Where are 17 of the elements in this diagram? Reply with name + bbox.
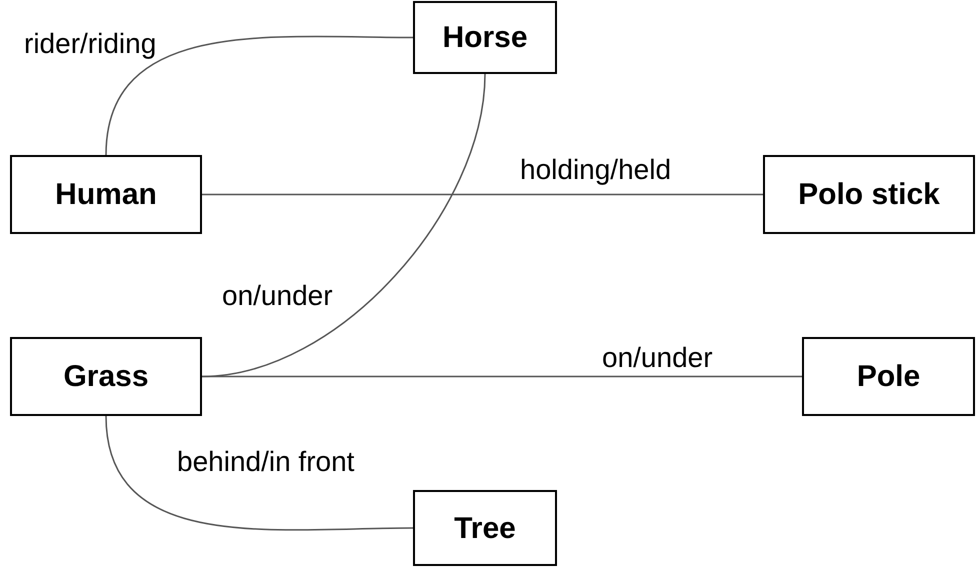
entity-name: Human — [55, 177, 157, 213]
entity-box — [413, 1, 557, 74]
entity-box — [413, 490, 557, 566]
entity-name: Polo stick — [798, 177, 940, 213]
entity-name: Tree — [454, 510, 516, 546]
connector-line — [202, 74, 486, 378]
connector-line — [105, 36, 413, 156]
entity-box — [802, 337, 975, 416]
entity-name: Pole — [856, 359, 920, 395]
entity-box — [763, 155, 975, 234]
entity-name: Horse — [442, 20, 528, 56]
entity-name: Grass — [63, 359, 149, 395]
entity-box — [10, 155, 202, 234]
connector-line — [105, 416, 413, 531]
entity-box — [10, 337, 202, 416]
connector-line — [202, 194, 763, 196]
connector-line — [202, 376, 802, 378]
